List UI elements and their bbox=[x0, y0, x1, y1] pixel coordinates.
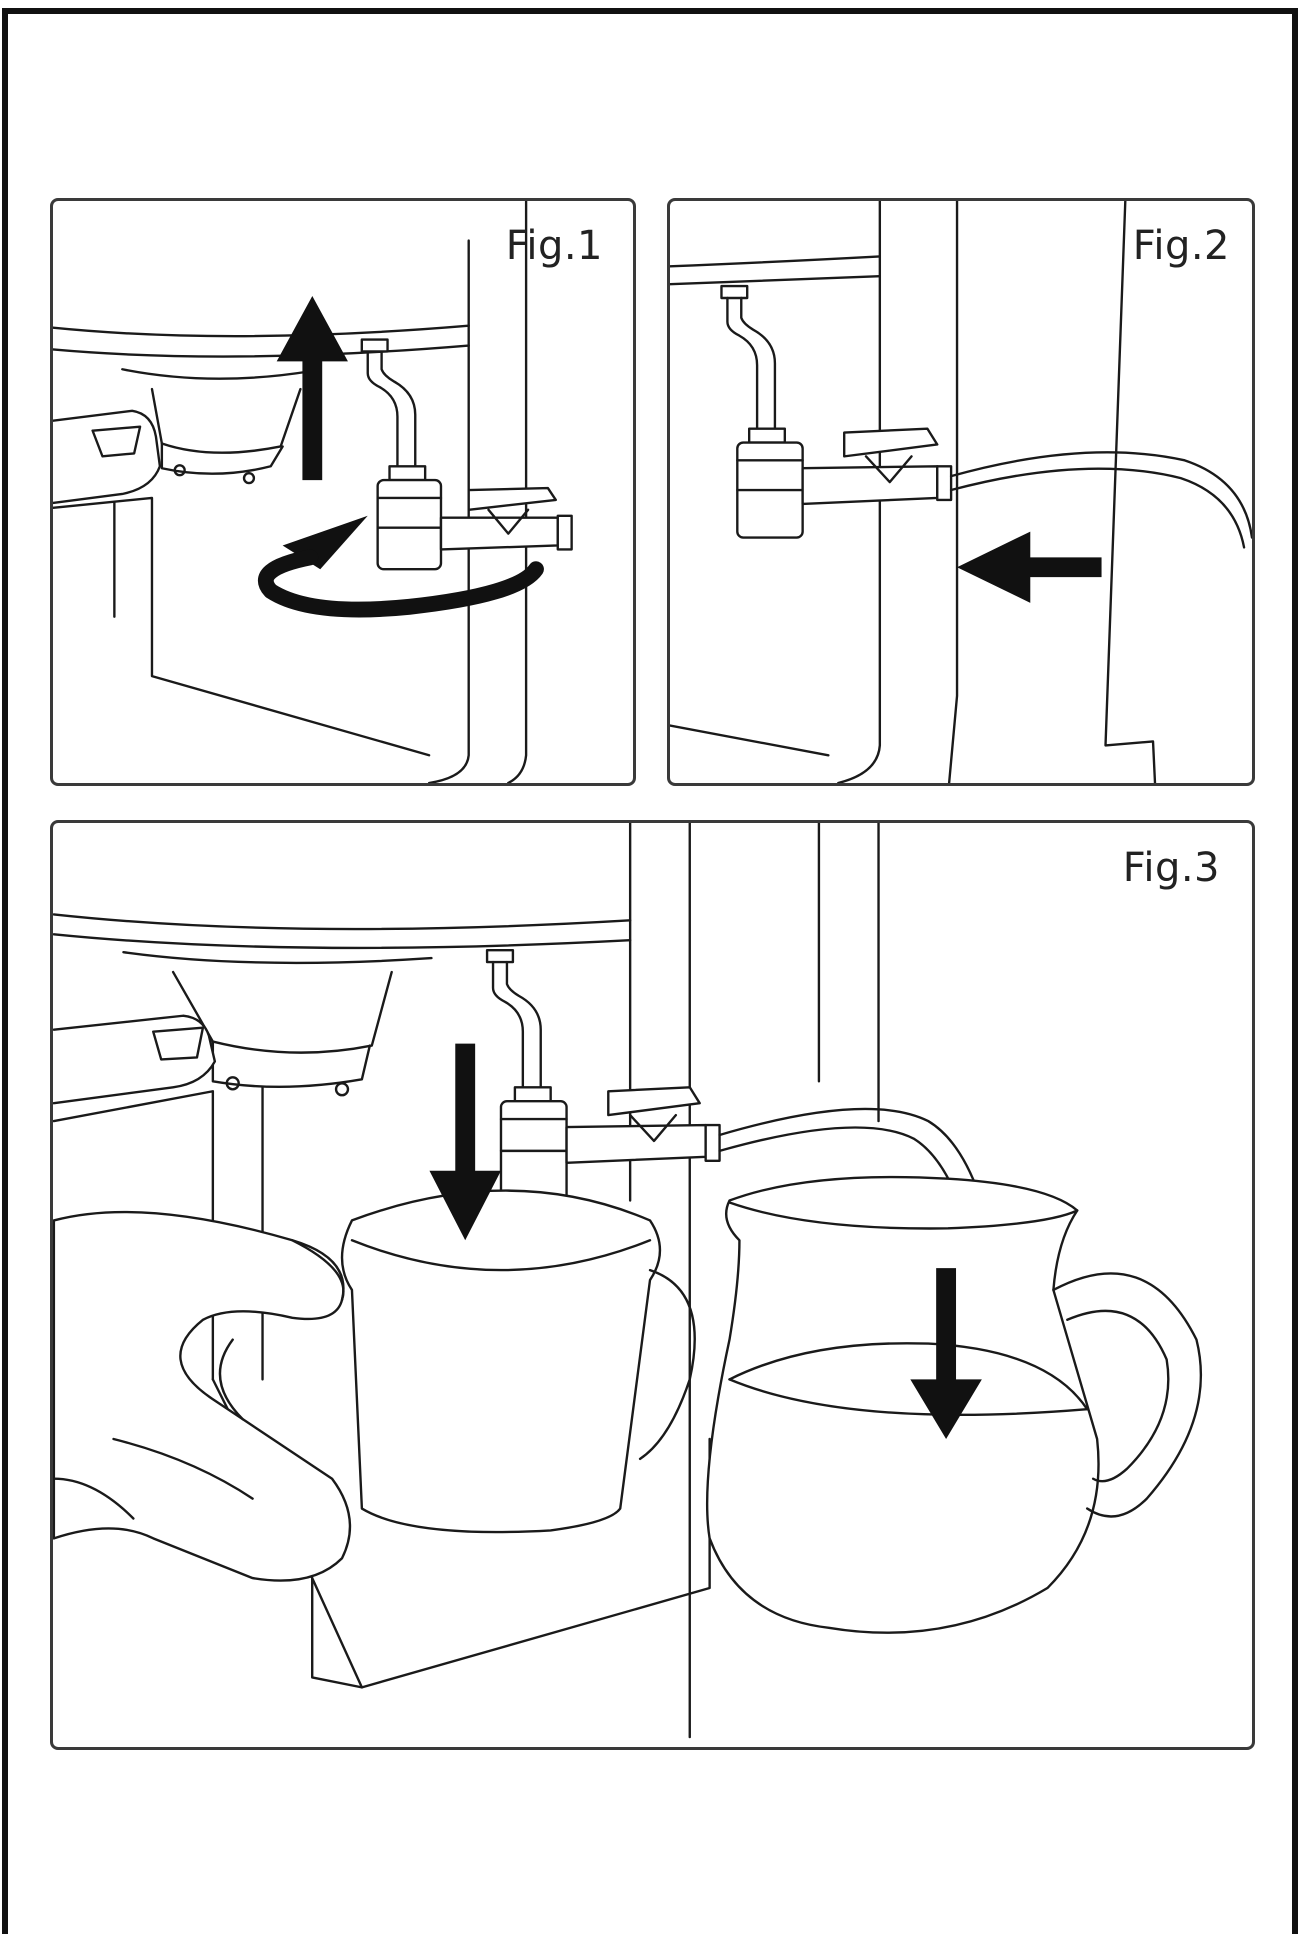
hose-bottom bbox=[949, 467, 1246, 549]
machine-side-edge-2 bbox=[947, 201, 959, 783]
machine-base-front bbox=[311, 1576, 364, 1689]
frother-outlet bbox=[556, 514, 573, 551]
frother-valve-mark bbox=[487, 508, 530, 535]
hand-finger-1 bbox=[218, 1338, 244, 1421]
frother-body-bands bbox=[376, 496, 443, 529]
machine-lower-body bbox=[53, 496, 431, 757]
machine-lower-line bbox=[670, 724, 830, 757]
screw-2 bbox=[334, 1082, 350, 1097]
group-head bbox=[121, 368, 312, 380]
machine-top-edge-inner bbox=[670, 275, 882, 286]
steam-pipe-left bbox=[491, 960, 525, 1091]
portafilter-handle bbox=[53, 1014, 217, 1105]
frother-cap bbox=[747, 427, 787, 444]
machine-top-edge bbox=[53, 913, 632, 931]
jug-handle-inner bbox=[1066, 1309, 1170, 1483]
steam-pipe-left bbox=[366, 348, 399, 470]
figure-1-illustration bbox=[53, 201, 573, 783]
machine-top-edge-inner bbox=[53, 933, 632, 950]
milk-container-rim bbox=[350, 1239, 652, 1272]
group-basket bbox=[171, 970, 393, 1054]
frother-body-bands bbox=[736, 459, 804, 492]
screw-1 bbox=[173, 464, 186, 477]
frother-valve-top bbox=[607, 1086, 701, 1117]
frother-body-bands bbox=[499, 1117, 568, 1153]
left-arrow-icon bbox=[957, 531, 1102, 603]
pipe-fitting bbox=[485, 948, 515, 964]
screw-1 bbox=[225, 1076, 240, 1091]
group-bottom bbox=[160, 442, 284, 475]
figure-3-label: Fig.3 bbox=[1122, 845, 1220, 891]
frother-body bbox=[376, 478, 443, 571]
jug-rim bbox=[728, 1201, 1079, 1230]
up-arrow-icon bbox=[276, 296, 348, 481]
group-basket bbox=[150, 387, 302, 454]
hand-finger-3 bbox=[53, 1477, 135, 1520]
machine-top-edge bbox=[670, 255, 882, 268]
hand-thumb bbox=[291, 1239, 345, 1302]
frother-valve-top bbox=[843, 427, 939, 458]
frother-outlet bbox=[704, 1123, 721, 1162]
figure-3-illustration bbox=[53, 823, 1203, 1739]
pipe-fitting bbox=[360, 338, 389, 353]
screw-2 bbox=[242, 472, 256, 485]
hand bbox=[53, 1210, 352, 1582]
jug-liquid-surface bbox=[728, 1342, 1089, 1411]
machine-side-edge bbox=[837, 201, 882, 783]
page-frame bbox=[2, 8, 1298, 1934]
frother-cap bbox=[388, 465, 427, 482]
rotate-arrow-icon bbox=[257, 549, 544, 618]
group-bottom bbox=[211, 1040, 372, 1089]
frother-cap bbox=[513, 1086, 552, 1103]
steam-pipe-left bbox=[726, 296, 759, 432]
steam-pipe-right bbox=[380, 348, 417, 470]
steam-pipe-right bbox=[505, 960, 542, 1091]
pipe-fitting bbox=[720, 284, 749, 300]
handle-grip bbox=[91, 425, 142, 458]
jug bbox=[705, 1175, 1100, 1634]
figure-2-panel: Fig.2 bbox=[667, 198, 1255, 786]
frother-outlet bbox=[936, 465, 953, 502]
down-arrow-icon-right bbox=[910, 1268, 982, 1439]
frother-arm bbox=[565, 1123, 707, 1164]
figure-1-label: Fig.1 bbox=[505, 223, 603, 269]
frother-valve-mark bbox=[628, 1113, 678, 1143]
figure-1-panel: Fig.1 bbox=[50, 198, 636, 786]
machine-top-edge bbox=[53, 324, 470, 338]
steam-pipe-right bbox=[740, 296, 777, 432]
frother-arm bbox=[801, 465, 939, 506]
frother-valve-top bbox=[467, 486, 557, 512]
machine-top-edge-inner bbox=[53, 344, 470, 358]
milk-container bbox=[340, 1189, 662, 1534]
hose-top bbox=[949, 451, 1252, 539]
frother-valve-mark bbox=[864, 455, 913, 484]
down-arrow-icon-left bbox=[429, 1043, 501, 1241]
machine-right-edge bbox=[1104, 201, 1157, 783]
jug-handle bbox=[1052, 1272, 1203, 1518]
figure-2-label: Fig.2 bbox=[1132, 223, 1230, 269]
milk-container-handle bbox=[638, 1268, 696, 1461]
machine-side-edge bbox=[427, 239, 470, 783]
machine-side-edge-2 bbox=[507, 201, 528, 783]
group-head bbox=[122, 950, 433, 965]
hand-finger-2 bbox=[112, 1437, 254, 1500]
figure-2-illustration bbox=[670, 201, 1252, 783]
jug-liquid-level bbox=[728, 1378, 1089, 1417]
figure-3-panel: Fig.3 bbox=[50, 820, 1255, 1750]
handle-grip bbox=[152, 1026, 205, 1061]
